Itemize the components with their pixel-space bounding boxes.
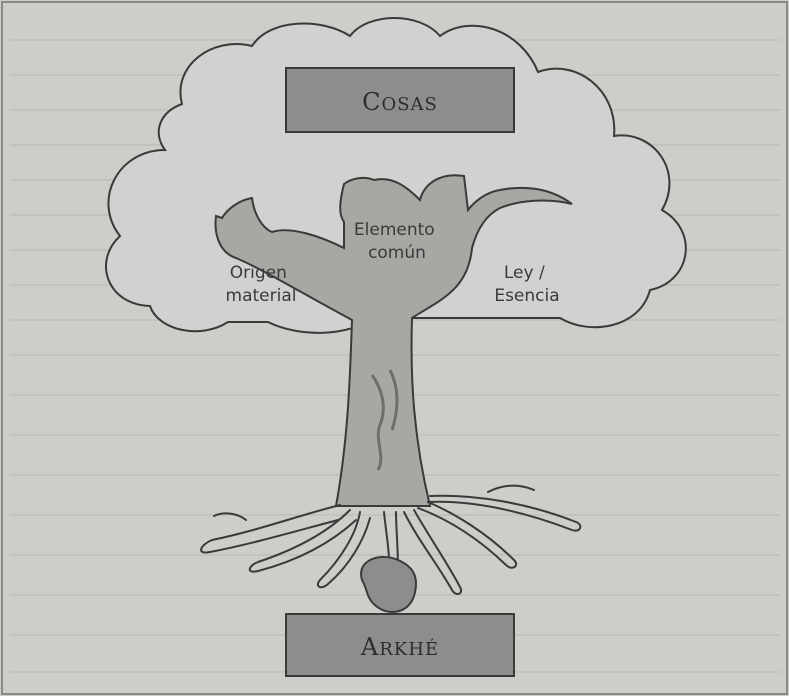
branch-label-elemento-comun: Elemento común	[354, 220, 440, 263]
arkhe-box	[285, 613, 515, 677]
branch-label-origen-material: Origen material	[226, 263, 297, 306]
cosas-label: COSAS	[362, 88, 438, 116]
tree-trunk	[214, 174, 573, 507]
arkhe-label: ARKHÉ	[360, 633, 439, 661]
branch-label-ley-esencia: Ley / Esencia	[494, 263, 559, 306]
bark-texture	[370, 369, 399, 471]
cosas-box	[285, 67, 515, 133]
seed-icon	[360, 555, 417, 613]
